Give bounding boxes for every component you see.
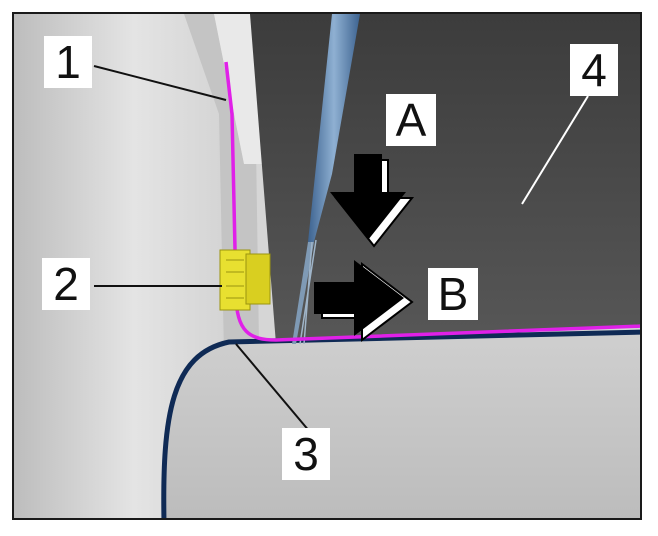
trim-tool-tip [292, 242, 314, 344]
callout-1: 1 [44, 36, 92, 88]
leader-1 [93, 65, 227, 101]
leader-3 [235, 343, 311, 433]
callout-a: A [386, 94, 436, 146]
lower-trim-panel [164, 332, 640, 518]
arrow-b [314, 260, 414, 343]
callout-4: 4 [570, 44, 618, 96]
seal-strip [161, 329, 640, 518]
callout-2: 2 [42, 258, 90, 310]
vehicle-scene [14, 14, 640, 518]
leader-4 [521, 95, 589, 205]
dark-body-opening [250, 14, 640, 344]
tool-fibers [299, 239, 317, 345]
trim-tool [308, 14, 360, 242]
diagram-frame: 1 2 3 4 A B [12, 12, 642, 520]
arrow-a [330, 154, 415, 248]
retaining-clip [219, 249, 271, 311]
pillar-highlight [214, 14, 264, 164]
callout-3: 3 [282, 428, 330, 480]
callout-b: B [428, 268, 478, 320]
